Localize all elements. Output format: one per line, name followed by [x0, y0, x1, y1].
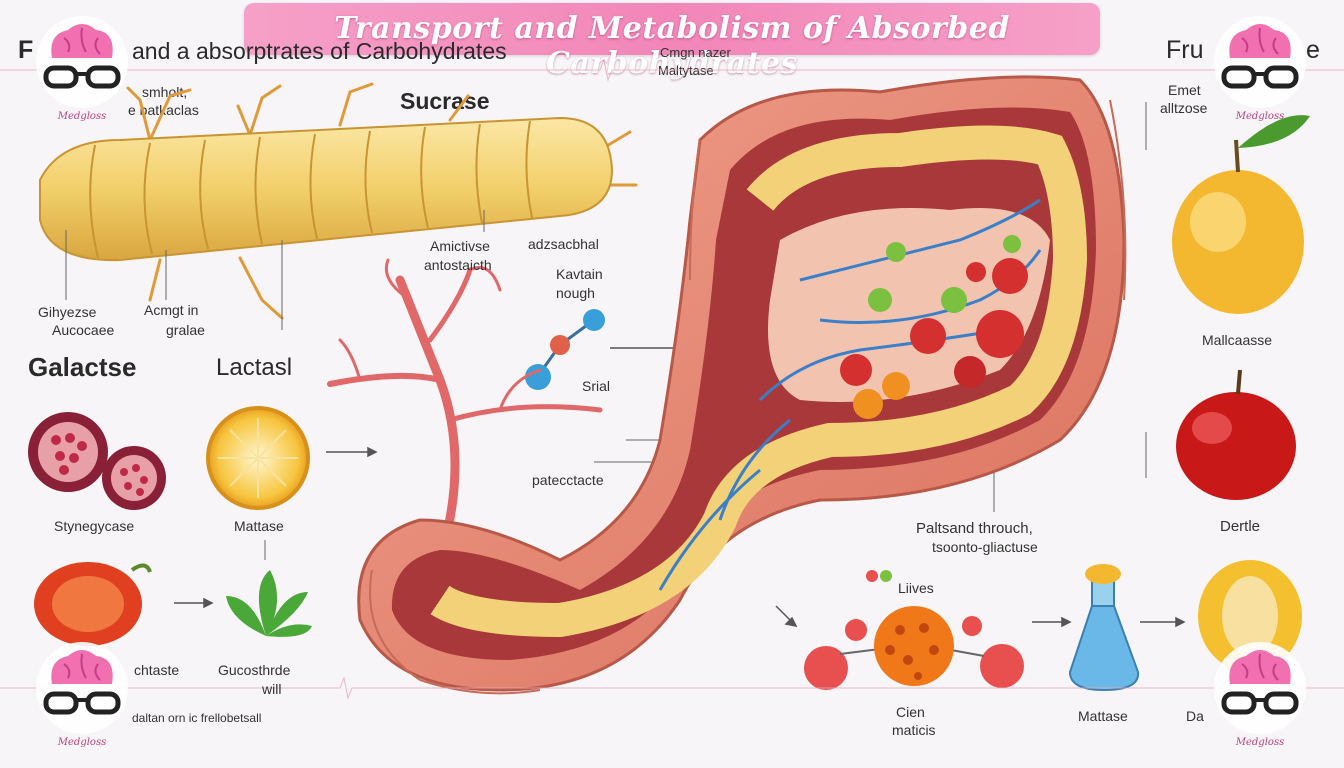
- label-gucosthrde-1: Gucosthrde: [218, 662, 291, 678]
- label-gihyezse-2: Aucocaee: [52, 322, 115, 338]
- label-gucosthrde-2: will: [262, 681, 282, 697]
- brain-glasses-icon: [36, 642, 128, 734]
- brain-glasses-icon: [36, 16, 128, 108]
- label-acmgt-1: Acmgt in: [144, 302, 199, 318]
- label-paltsand-2: tsoonto-gliactuse: [932, 539, 1038, 555]
- label-stynegycase: Stynegycase: [54, 518, 135, 534]
- header-right-end: e: [1306, 36, 1320, 64]
- galactse-heading: Galactse: [28, 352, 137, 382]
- label-paltsand-1: Paltsand throuch,: [916, 520, 1033, 537]
- logo-bottom-right: Medgloss: [1212, 640, 1308, 750]
- label-acmgt-2: gralae: [166, 322, 205, 338]
- logo-bottom-left: Medgloss: [34, 640, 130, 750]
- label-kavtain-1: Kavtain: [556, 266, 603, 282]
- left-note-1: smholt,: [142, 84, 188, 100]
- label-cien-1: Cien: [896, 704, 925, 720]
- label-emet-1: Emet: [1168, 82, 1201, 98]
- label-cien-2: maticis: [892, 722, 936, 738]
- logo-top-right: Medgloss: [1212, 14, 1308, 124]
- lactasl-heading: Lactasl: [216, 354, 293, 381]
- label-da: Da: [1186, 708, 1204, 724]
- label-mattase-2: Mattase: [1078, 708, 1128, 724]
- label-mallcaasse: Mallcaasse: [1202, 332, 1273, 348]
- brain-glasses-icon: [1214, 16, 1306, 108]
- label-adzsacbhal: adzsacbhal: [528, 236, 599, 252]
- label-amictivse-1: Amictivse: [430, 238, 490, 254]
- header-left-initial: F: [18, 36, 34, 64]
- header-right: Fru: [1166, 36, 1204, 64]
- label-patecctacte: patecctacte: [532, 472, 604, 488]
- title-banner: Transport and Metabolism of Absorbed Car…: [244, 3, 1100, 81]
- label-dertle: Dertle: [1220, 518, 1261, 535]
- header-left: and a absorptrates of Carbohydrates: [132, 38, 507, 64]
- watermark-text: Medgloss: [57, 737, 107, 748]
- watermark-text: Medgloss: [1235, 737, 1285, 748]
- label-gihyezse-1: Gihyezse: [38, 304, 97, 320]
- label-mattase: Mattase: [234, 518, 284, 534]
- label-liives: Liives: [898, 580, 934, 596]
- page-title: Transport and Metabolism of Absorbed Car…: [334, 11, 1010, 81]
- sucrase-heading: Sucrase: [400, 88, 490, 114]
- label-srial: Srial: [582, 378, 611, 394]
- watermark-text: Medgloss: [57, 111, 107, 122]
- label-amictivse-2: antostaicth: [424, 257, 492, 273]
- brain-glasses-icon: [1214, 642, 1306, 734]
- label-emet-2: alltzose: [1160, 100, 1208, 116]
- watermark-text: Medgloss: [1235, 111, 1285, 122]
- label-bottom-left: daltan orn ic frellobetsall: [132, 711, 262, 725]
- top-label-1: Cmgn nazer: [660, 45, 731, 60]
- label-chtaste: chtaste: [134, 662, 180, 678]
- logo-top-left: Medgloss: [34, 14, 130, 124]
- label-kavtain-2: nough: [556, 285, 595, 301]
